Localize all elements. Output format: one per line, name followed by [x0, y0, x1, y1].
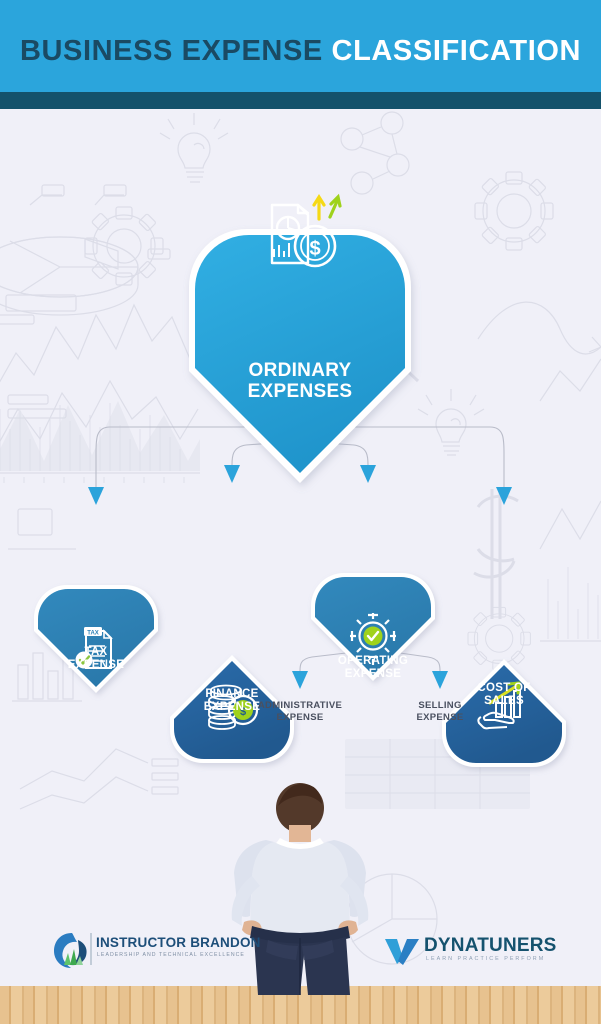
expense-classification-diagram: $ TAX — [34, 193, 566, 767]
svg-text:$: $ — [240, 706, 246, 718]
node-tax-expense[interactable]: TAX — [34, 585, 158, 693]
header-band — [0, 0, 601, 92]
arrowhead-selling — [432, 671, 448, 689]
logo-tagline-text: LEARN PRACTICE PERFORM — [426, 956, 546, 962]
svg-text:TAX: TAX — [87, 631, 99, 637]
svg-text:$: $ — [309, 238, 320, 260]
logo-dynatuners[interactable]: DYNATUNERS LEARN PRACTICE PERFORM — [383, 933, 556, 971]
connector-arrowheads — [88, 465, 512, 689]
dollar-coin-badge-icon: $ — [227, 694, 259, 726]
page-title-primary: BUSINESS EXPENSE — [19, 35, 323, 67]
person-photo — [231, 783, 369, 995]
arrowhead-finance — [224, 465, 240, 483]
logo-tagline-text: LEADERSHIP AND TECHNICAL EXCELLENCE — [97, 952, 245, 958]
dollar-coin-icon: $ — [293, 224, 337, 268]
arrowhead-tax — [88, 487, 104, 505]
logo-brand-text: DYNATUNERS — [424, 935, 557, 956]
gear-check-icon — [350, 613, 396, 665]
page-title-secondary: CLASSIFICATION — [331, 35, 582, 67]
arrowhead-cost — [496, 487, 512, 505]
logo-instructor-brandon[interactable]: INSTRUCTOR BRANDON LEADERSHIP AND TECHNI… — [52, 930, 260, 972]
arrowhead-administrative — [292, 671, 308, 689]
swoosh-leaf-icon — [54, 933, 87, 968]
logo-brand-text: INSTRUCTOR BRANDON — [96, 935, 261, 950]
document-chart-dollar-icon — [270, 203, 310, 265]
logo-divider — [90, 933, 92, 965]
sub-label-selling-expense: SELLING EXPENSE — [416, 700, 464, 723]
growth-arrows-icon — [312, 193, 342, 221]
sub-label-administrative-expense: ADMINISTRATIVE EXPENSE — [257, 700, 343, 723]
node-operating-expense[interactable] — [311, 573, 435, 681]
node-cost-of-sales[interactable] — [442, 659, 566, 767]
arrowhead-operating — [360, 465, 376, 483]
node-ordinary-expenses[interactable]: $ — [189, 193, 411, 483]
node-finance-expense[interactable]: $ — [170, 655, 294, 763]
header-divider-rule — [0, 92, 601, 109]
page-title: BUSINESS EXPENSE CLASSIFICATION — [0, 34, 601, 68]
tax-document-check-icon: TAX — [75, 627, 113, 669]
hand-bar-chart-arrow-icon — [477, 681, 521, 730]
checkmark-v-icon — [385, 939, 419, 965]
